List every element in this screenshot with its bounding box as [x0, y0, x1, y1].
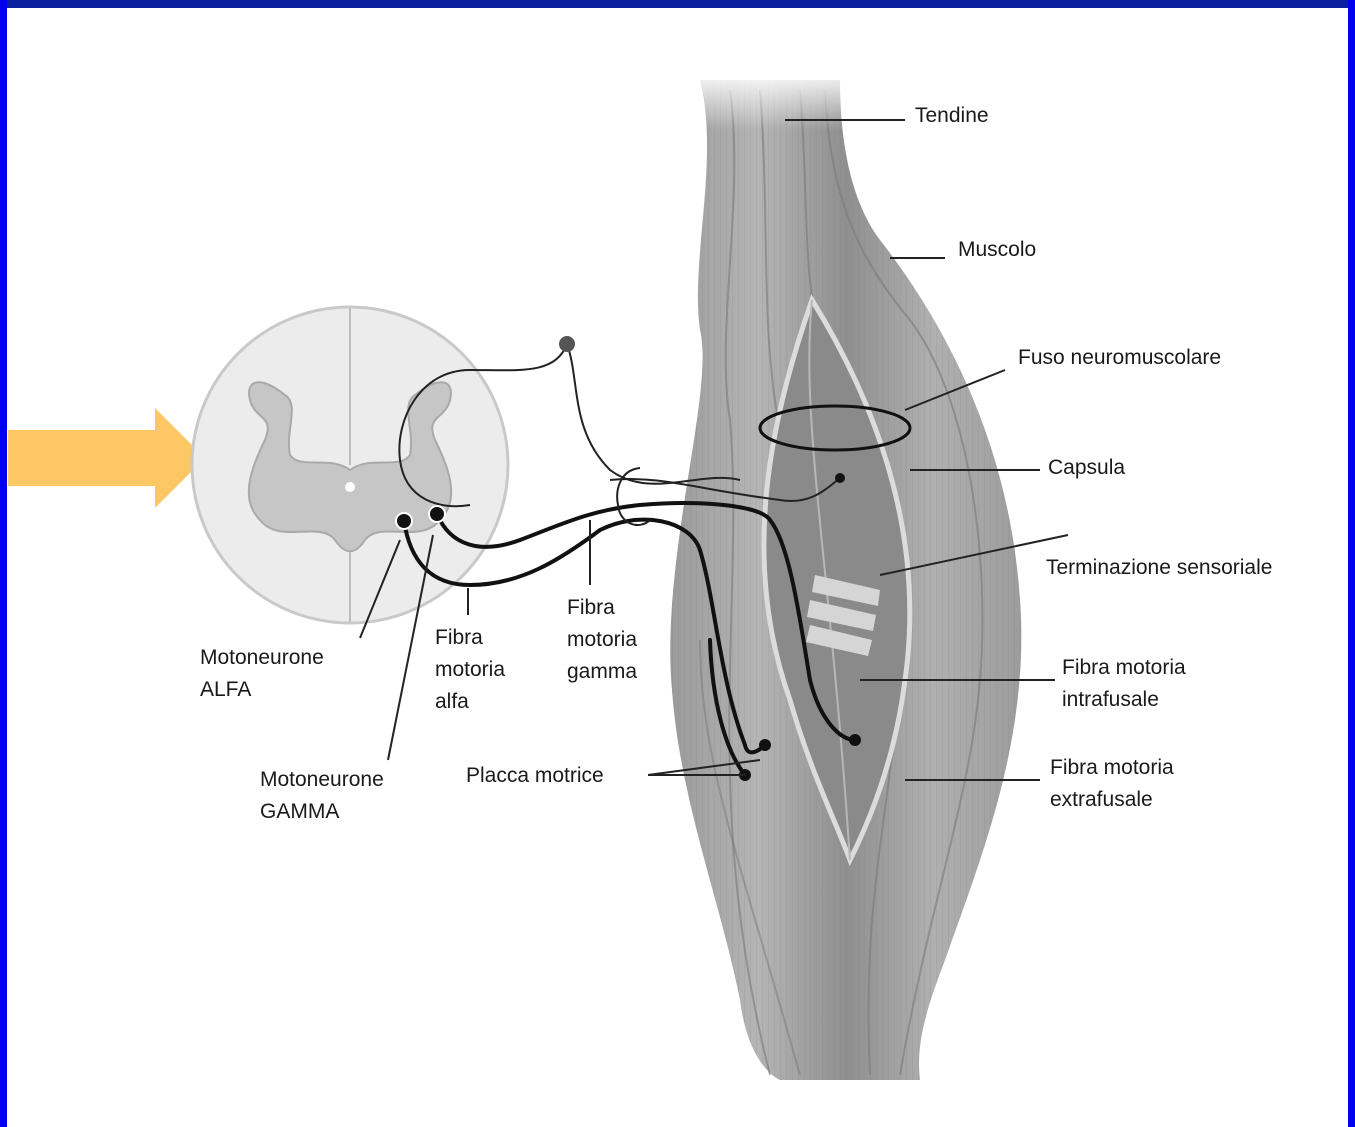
muscle [670, 70, 1021, 1080]
label-motoneurone-alfa-1: Motoneurone [200, 646, 324, 669]
label-fibra-alfa-3: alfa [435, 690, 469, 713]
spinal-cord-section [192, 307, 508, 623]
label-fibra-gamma-1: Fibra [567, 596, 615, 619]
label-muscolo: Muscolo [958, 238, 1036, 261]
label-fibra-alfa-1: Fibra [435, 626, 483, 649]
label-capsula: Capsula [1048, 456, 1125, 479]
label-placca: Placca motrice [466, 764, 604, 787]
label-motoneurone-gamma-1: Motoneurone [260, 768, 384, 791]
label-fuso: Fuso neuromuscolare [1018, 346, 1221, 369]
label-fibra-extrafusale-2: extrafusale [1050, 788, 1153, 811]
arrow-right-icon [8, 408, 205, 508]
label-fibra-alfa-2: motoria [435, 658, 505, 681]
label-fibra-intrafusale-1: Fibra motoria [1062, 656, 1186, 679]
label-tendine: Tendine [915, 104, 989, 127]
label-terminazione: Terminazione sensoriale [1046, 556, 1272, 579]
label-fibra-gamma-3: gamma [567, 660, 637, 683]
label-fibra-gamma-2: motoria [567, 628, 637, 651]
label-fibra-intrafusale-2: intrafusale [1062, 688, 1159, 711]
label-motoneurone-gamma-2: GAMMA [260, 800, 339, 823]
label-motoneurone-alfa-2: ALFA [200, 678, 251, 701]
label-fibra-extrafusale-1: Fibra motoria [1050, 756, 1174, 779]
